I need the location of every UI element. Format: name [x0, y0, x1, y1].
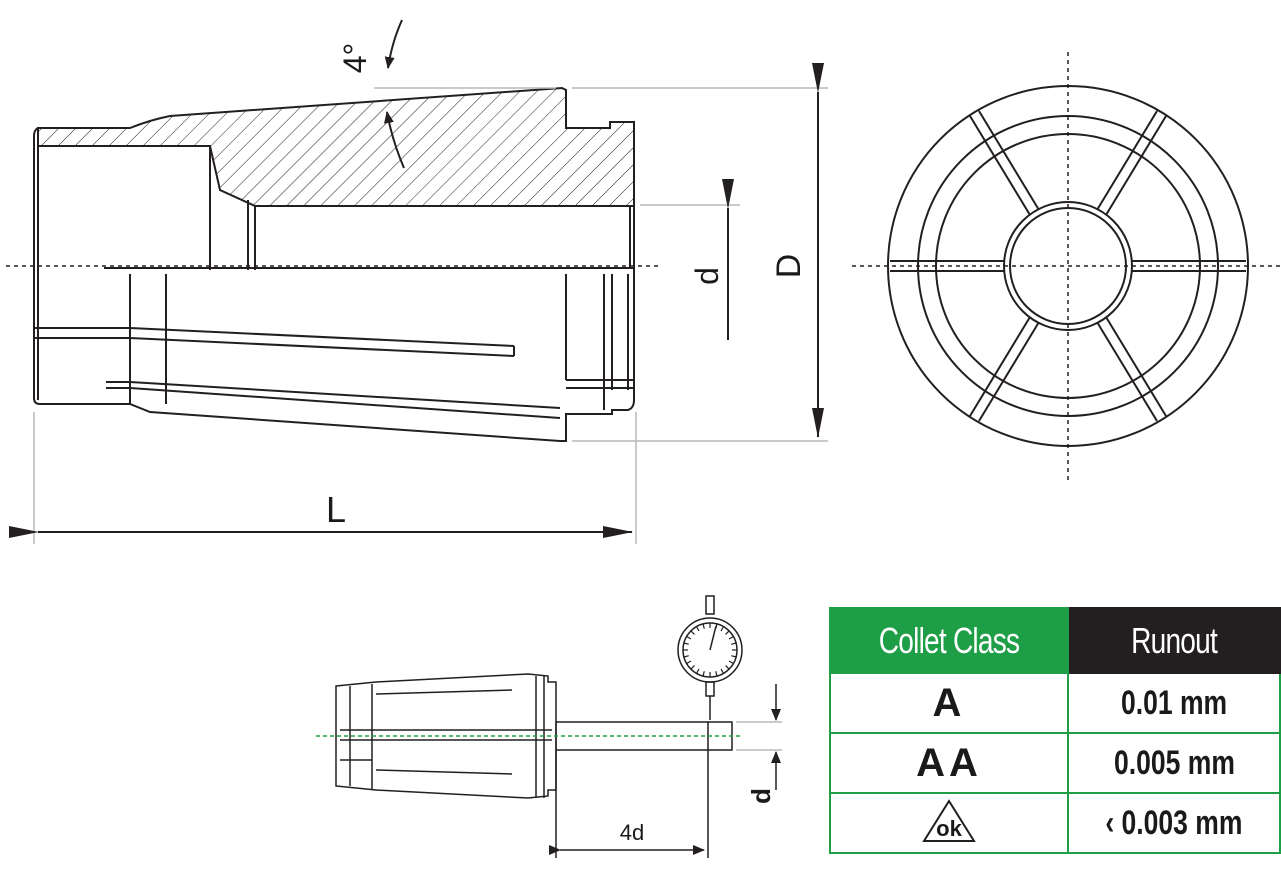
dial-tick [695, 626, 700, 632]
runout-cell: ‹ 0.003 mm [1067, 792, 1281, 854]
table-row: A 0.01 mm [829, 672, 1281, 734]
bore-small-label: d [746, 788, 776, 804]
class-cell: ok [829, 792, 1069, 854]
angle-indicator [374, 19, 556, 169]
dial-tick [715, 623, 718, 629]
dial-tick [686, 660, 692, 665]
section-hatch [37, 86, 635, 207]
class-cell: AA [829, 732, 1069, 794]
dial-tick [690, 630, 695, 635]
table-row: ok ‹ 0.003 mm [829, 792, 1281, 854]
table-row: AA 0.005 mm [829, 732, 1281, 794]
dial-tick [731, 642, 737, 645]
dial-tick [683, 642, 689, 645]
runout-cell: 0.005 mm [1067, 732, 1281, 794]
dial-tick [686, 635, 692, 640]
dial-tick [720, 668, 725, 674]
length-label: L [326, 489, 346, 530]
diameter-label: D [770, 254, 808, 279]
dial-tick [695, 668, 700, 674]
ok-triangle-icon: ok [921, 798, 977, 844]
table-header-row: Collet Class Runout [829, 607, 1281, 674]
runout-test-sketch [335, 595, 782, 858]
header-collet-class: Collet Class [829, 607, 1069, 674]
dial-tick [725, 665, 730, 670]
dial-tick [715, 671, 718, 677]
offset-label: 4d [620, 820, 644, 845]
dial-tick [702, 671, 705, 677]
dial-tick [690, 665, 695, 670]
dial-tick [683, 655, 689, 658]
runout-table: Collet Class Runout A 0.01 mm AA 0.005 m… [829, 607, 1281, 854]
dial-ticks [683, 623, 737, 677]
class-cell: A [829, 672, 1069, 734]
bore-label: d [689, 267, 725, 285]
side-view [33, 86, 635, 442]
dial-tick [731, 655, 737, 658]
runout-cell: 0.01 mm [1067, 672, 1281, 734]
dial-tick [720, 626, 725, 632]
dial-tick [728, 660, 734, 665]
dial-tick [728, 635, 734, 640]
dial-tick [725, 630, 730, 635]
dial-tick [702, 623, 705, 629]
angle-label: 4° [337, 43, 373, 74]
header-runout: Runout [1067, 607, 1281, 674]
